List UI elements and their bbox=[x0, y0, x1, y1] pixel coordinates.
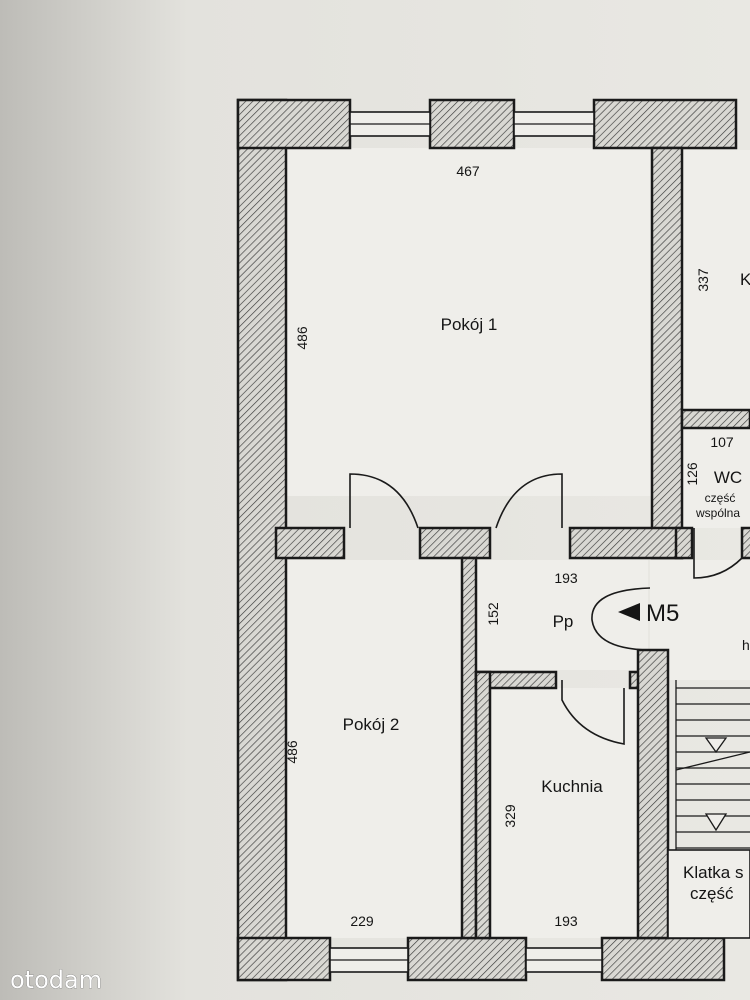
room-label-wc-note-2: wspólna bbox=[695, 506, 740, 520]
inner-wall-mid-1 bbox=[274, 526, 346, 560]
inner-wall-k-bottom bbox=[680, 408, 750, 430]
dim-pokoj1-height: 486 bbox=[294, 326, 310, 350]
room-label-kuchnia: Kuchnia bbox=[541, 777, 603, 796]
door-pokoj1-right bbox=[495, 473, 563, 529]
unit-label: M5 bbox=[646, 600, 679, 627]
klatka-landing bbox=[667, 849, 750, 939]
inner-wall-pokoj1-right bbox=[650, 146, 684, 560]
dim-k-height: 337 bbox=[695, 268, 711, 292]
wc-wall-left bbox=[674, 526, 694, 560]
dim-kuchnia-width: 193 bbox=[554, 913, 578, 929]
dim-pokoj2-width: 229 bbox=[350, 913, 374, 929]
inner-wall-pokoj2-right bbox=[460, 556, 478, 940]
outer-wall-top-1 bbox=[236, 98, 352, 150]
outer-wall-bottom-1 bbox=[236, 936, 332, 982]
room-label-k-partial: K bbox=[740, 270, 750, 289]
room-label-pokoj1: Pokój 1 bbox=[441, 315, 498, 334]
staircase bbox=[675, 680, 750, 850]
watermark-logo: otodam bbox=[10, 966, 102, 994]
room-label-klatka-1: Klatka s bbox=[683, 863, 743, 882]
room-floors bbox=[276, 148, 750, 938]
room-label-pp: Pp bbox=[553, 612, 574, 631]
dim-pokoj1-width: 467 bbox=[456, 163, 480, 179]
door-entry bbox=[591, 587, 651, 651]
dim-pp-height: 152 bbox=[485, 602, 501, 626]
outer-wall-bottom-3 bbox=[600, 936, 726, 982]
doors bbox=[349, 473, 743, 745]
room-label-wc: WC bbox=[714, 468, 742, 487]
dim-wc-height: 126 bbox=[684, 462, 700, 486]
wc-wall-right bbox=[740, 526, 750, 560]
inner-wall-mid-2 bbox=[418, 526, 492, 560]
door-wc bbox=[693, 528, 743, 579]
door-kuchnia bbox=[561, 680, 625, 745]
room-label-pokoj2: Pokój 2 bbox=[343, 715, 400, 734]
inner-wall-kuchnia-left bbox=[474, 670, 492, 940]
dim-pp-width: 193 bbox=[554, 570, 578, 586]
dim-wc-width: 107 bbox=[710, 434, 734, 450]
inner-wall-kuchnia-right bbox=[636, 648, 670, 940]
room-label-wc-note-1: część bbox=[705, 491, 736, 505]
dim-kuchnia-height: 329 bbox=[502, 804, 518, 828]
door-pokoj1-left bbox=[349, 473, 419, 529]
entry-arrow-icon bbox=[618, 603, 640, 621]
room-label-klatka-2: część bbox=[690, 884, 734, 903]
outer-wall-top-3 bbox=[592, 98, 738, 150]
dim-pokoj2-height: 486 bbox=[284, 740, 300, 764]
walls bbox=[236, 98, 750, 982]
windows bbox=[329, 111, 603, 973]
room-label-h-partial: h bbox=[742, 637, 750, 653]
outer-wall-bottom-2 bbox=[406, 936, 528, 982]
outer-wall-top-2 bbox=[428, 98, 516, 150]
inner-wall-mid-3 bbox=[568, 526, 684, 560]
